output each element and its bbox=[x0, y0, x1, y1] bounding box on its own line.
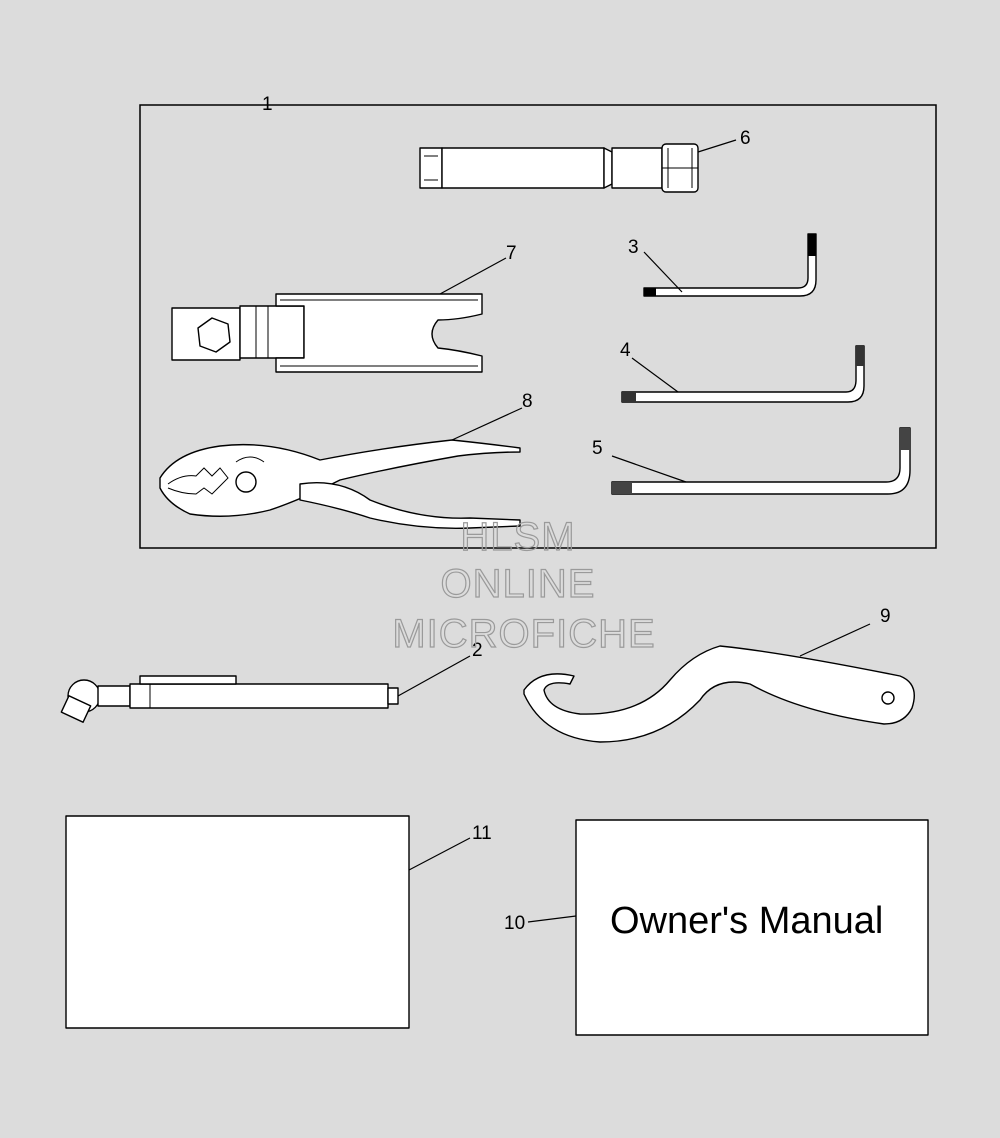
watermark-line-1: HLSM bbox=[460, 515, 575, 559]
callout-7: 7 bbox=[506, 243, 517, 264]
watermark: HLSM ONLINE MICROFICHE bbox=[392, 514, 656, 656]
callout-labels: 1 2 3 4 5 6 7 8 9 10 11 bbox=[262, 94, 891, 934]
callout-4: 4 bbox=[620, 340, 631, 361]
part-3-hex-key-small bbox=[643, 233, 817, 297]
part-10-owners-manual bbox=[575, 819, 929, 1036]
part-7-fork-wrench bbox=[171, 293, 483, 373]
callout-11: 11 bbox=[472, 823, 492, 844]
owners-manual-title: Owner's Manual bbox=[610, 900, 883, 942]
callout-8: 8 bbox=[522, 391, 533, 412]
callout-5: 5 bbox=[592, 438, 603, 459]
watermark-line-2: ONLINE bbox=[441, 562, 596, 606]
callout-6: 6 bbox=[740, 128, 751, 149]
part-6-socket-extension bbox=[419, 143, 699, 193]
callout-10: 10 bbox=[504, 913, 525, 934]
part-8-pliers bbox=[159, 439, 521, 529]
tool-kit-box bbox=[139, 104, 937, 549]
part-11-document bbox=[65, 815, 410, 1029]
callout-2: 2 bbox=[472, 640, 483, 661]
callout-9: 9 bbox=[880, 606, 891, 627]
leader-lines bbox=[397, 139, 871, 923]
part-5-hex-key-large bbox=[611, 427, 911, 495]
part-9-hook-spanner bbox=[523, 645, 915, 743]
part-2-handle-tool bbox=[60, 675, 399, 723]
part-4-hex-key-medium bbox=[621, 345, 865, 403]
callout-1: 1 bbox=[262, 94, 273, 115]
callout-3: 3 bbox=[628, 237, 639, 258]
watermark-line-3: MICROFICHE bbox=[392, 612, 655, 656]
